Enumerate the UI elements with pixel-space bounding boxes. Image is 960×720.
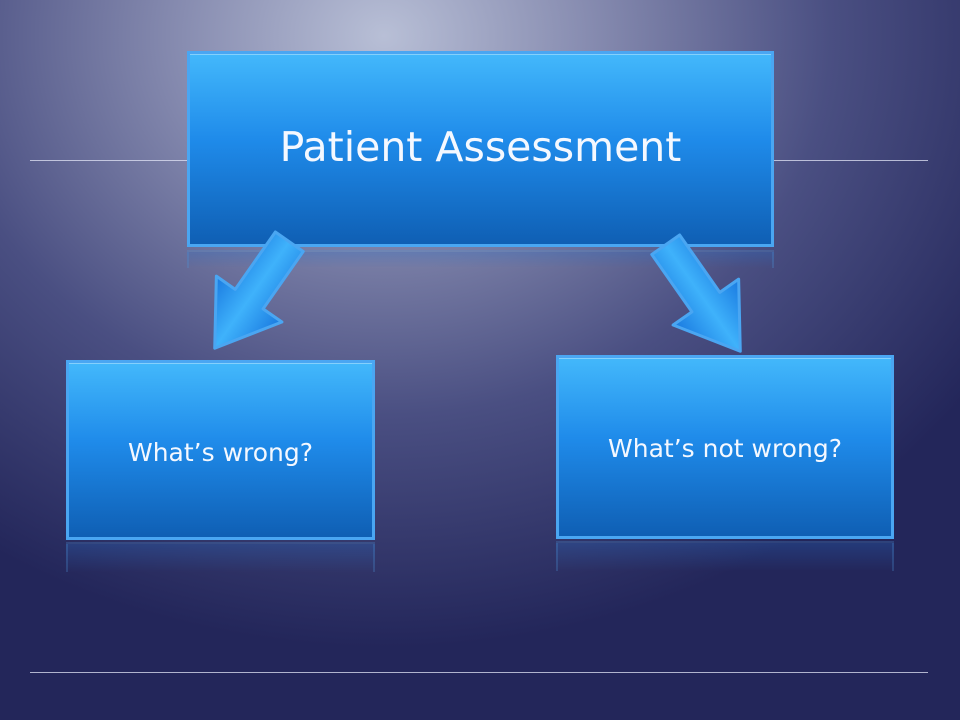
whats-not-wrong-box: What’s not wrong?: [556, 355, 894, 539]
bottom-divider-line: [30, 672, 928, 673]
whats-wrong-box: What’s wrong?: [66, 360, 375, 540]
main-box-reflection: [187, 250, 774, 268]
arrow-to-whats-wrong: [213, 230, 305, 350]
whats-not-wrong-label: What’s not wrong?: [608, 434, 842, 463]
left-box-reflection: [66, 542, 375, 572]
patient-assessment-label: Patient Assessment: [279, 123, 682, 171]
whats-wrong-label: What’s wrong?: [127, 438, 314, 467]
arrow-to-whats-not-wrong: [650, 233, 742, 353]
patient-assessment-box: Patient Assessment: [187, 51, 774, 247]
right-box-reflection: [556, 541, 894, 571]
